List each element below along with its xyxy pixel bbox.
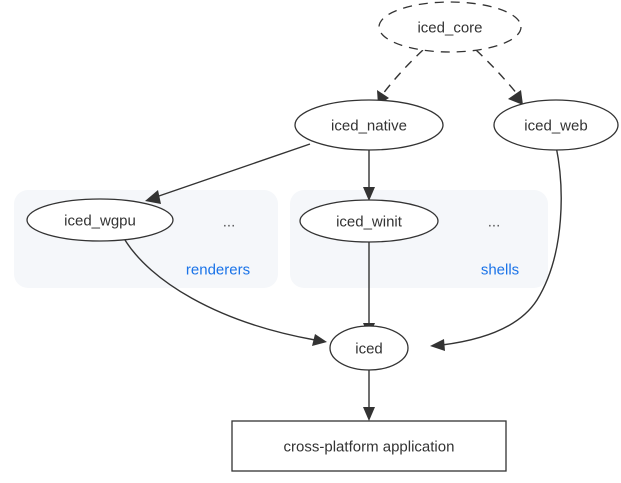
iced_winit-ellipse [299,199,439,243]
edge-iced_web-to-iced [430,145,562,351]
iced_native-ellipse [294,99,444,151]
iced_core-label: iced_core [417,20,482,37]
edge-iced_wgpu-to-iced [124,239,327,346]
node-iced[interactable]: iced [329,325,409,371]
node-cross-platform-application[interactable]: cross-platform application [231,420,507,472]
node-iced_core[interactable]: iced_core [378,1,522,53]
shells-ellipsis: ... [488,214,501,231]
iced_wgpu-ellipse [26,198,174,242]
node-iced_wgpu[interactable]: iced_wgpu [26,198,174,242]
edge-iced-to-application [363,370,375,421]
node-iced_web[interactable]: iced_web [493,99,619,151]
iced_web-label: iced_web [524,118,587,135]
iced-ellipse [329,325,409,371]
iced_web-ellipse [493,99,619,151]
application-rect [231,420,507,472]
node-iced_native[interactable]: iced_native [294,99,444,151]
node-iced_winit[interactable]: iced_winit [299,199,439,243]
edge-iced_core-to-iced_native [377,49,424,105]
iced_winit-label: iced_winit [336,214,403,231]
iced-label: iced [355,341,383,358]
edge-iced_core-to-iced_web [475,49,523,105]
iced_native-label: iced_native [331,118,407,135]
renderers-ellipsis: ... [223,214,236,231]
cluster-shells-label: shells [481,262,519,279]
edge-iced_native-to-iced_wgpu [145,143,311,204]
application-label: cross-platform application [284,439,455,456]
cluster-renderers-label: renderers [186,262,250,279]
edge-iced_native-to-iced_winit [363,145,375,201]
iced_wgpu-label: iced_wgpu [64,213,136,230]
iced_core-ellipse [378,1,522,53]
